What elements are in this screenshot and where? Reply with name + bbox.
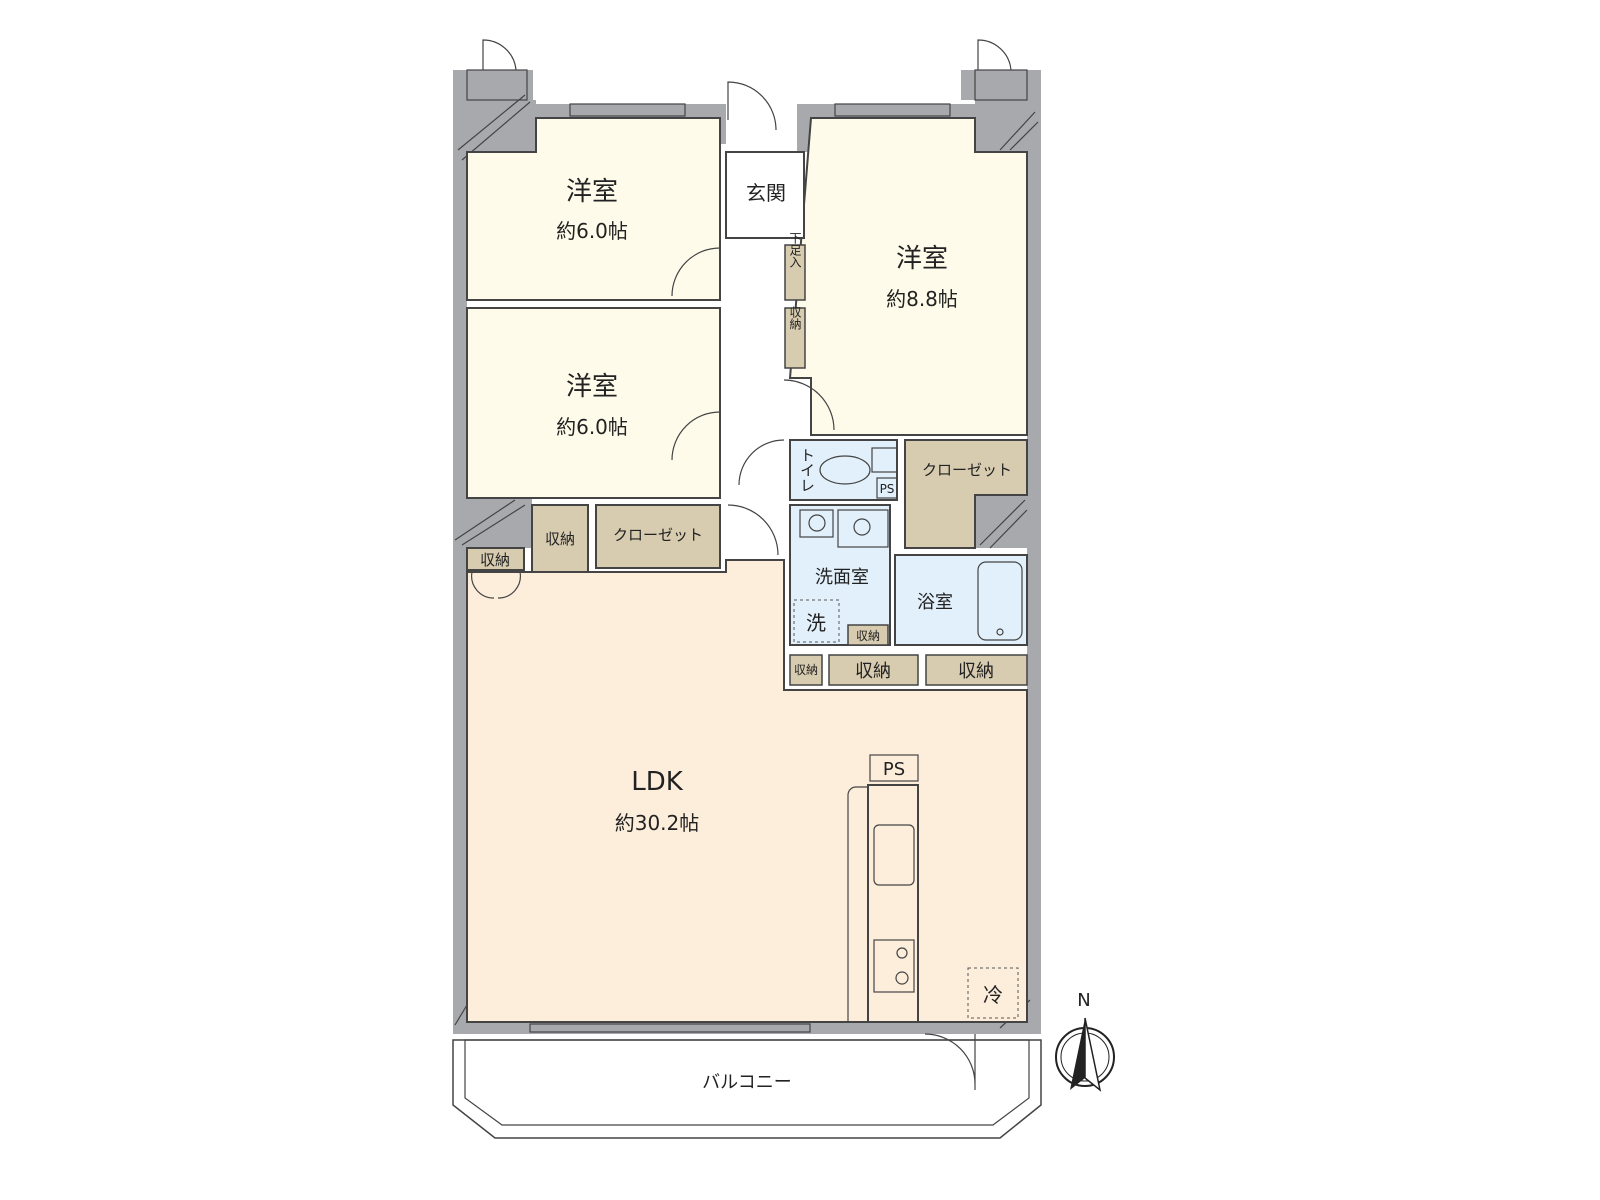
- washroom: [789, 504, 891, 646]
- hall-storage-label: 収納: [788, 306, 802, 330]
- ps-kitchen-label: PS: [883, 759, 905, 780]
- closet-ne: [904, 439, 1028, 549]
- closet-w-label: クローゼット: [613, 526, 703, 544]
- washer-space: [793, 599, 840, 643]
- shoe-storage: [784, 244, 806, 301]
- doors: [471, 81, 976, 1090]
- washbasin-icon: [853, 518, 871, 536]
- bedroom-nw-name: 洋室: [566, 177, 618, 207]
- bathtub-icon: [977, 561, 1023, 641]
- kitchen-counter: [867, 784, 919, 1023]
- bathroom-name: 浴室: [917, 592, 953, 613]
- toilet-name: トイレ: [798, 448, 816, 493]
- ps-toilet-box: [876, 477, 898, 499]
- shoe-storage-label: 下足入: [788, 232, 802, 268]
- washroom-name: 洗面室: [815, 567, 869, 588]
- windows: [529, 103, 951, 1033]
- storage-w-small-label: 収納: [480, 551, 510, 569]
- storage-row-right: [925, 654, 1028, 686]
- stove-icon: [873, 939, 915, 993]
- balcony-name: バルコニー: [702, 1072, 792, 1093]
- toilet-icon: [819, 455, 871, 485]
- ps-toilet-label: PS: [880, 482, 895, 496]
- bedroom-w: [466, 307, 721, 499]
- ldk-name: LDK: [631, 767, 684, 797]
- storage-row-small: [789, 654, 823, 686]
- storage-row-mid: [828, 654, 919, 686]
- storage-row-right-label: 収納: [958, 661, 994, 682]
- fridge-label: 冷: [983, 983, 1003, 1007]
- bathroom: [894, 554, 1028, 646]
- washer-label: 洗: [806, 611, 826, 635]
- entrance: [725, 151, 805, 239]
- walls: [453, 39, 1041, 1034]
- toilet: [789, 439, 898, 501]
- storage-w-label: 収納: [545, 530, 575, 548]
- bedroom-nw-area: 約6.0帖: [556, 219, 628, 243]
- balcony-inner-outline: [464, 1039, 1030, 1126]
- bedroom-ne-name: 洋室: [896, 244, 948, 274]
- ldk: [466, 559, 1028, 1023]
- storage-row-small-label: 収納: [794, 663, 818, 677]
- bedroom-w-area: 約6.0帖: [556, 415, 628, 439]
- entrance-name: 玄関: [746, 181, 786, 205]
- fridge-space: [967, 967, 1019, 1019]
- bedroom-ne: [788, 117, 1028, 436]
- wash-storage: [847, 624, 889, 646]
- north-arrow-icon: [1055, 1017, 1115, 1092]
- ps-kitchen-box: [869, 754, 919, 782]
- storage-row-mid-label: 収納: [855, 661, 891, 682]
- wash-storage-label: 収納: [856, 629, 880, 643]
- closet-ne-label: クローゼット: [922, 461, 1012, 479]
- compass-north-label: N: [1077, 990, 1090, 1011]
- ldk-area: 約30.2帖: [615, 811, 700, 835]
- washbasin-icon: [808, 514, 826, 532]
- closet-w: [595, 504, 721, 569]
- bedroom-nw: [466, 117, 721, 301]
- balcony: [452, 1039, 1042, 1139]
- bedroom-ne-area: 約8.8帖: [886, 287, 958, 311]
- storage-w: [531, 504, 589, 573]
- storage-w-small: [466, 547, 525, 571]
- bedroom-w-name: 洋室: [566, 372, 618, 402]
- hall-storage: [784, 307, 806, 369]
- sink-icon: [873, 824, 915, 886]
